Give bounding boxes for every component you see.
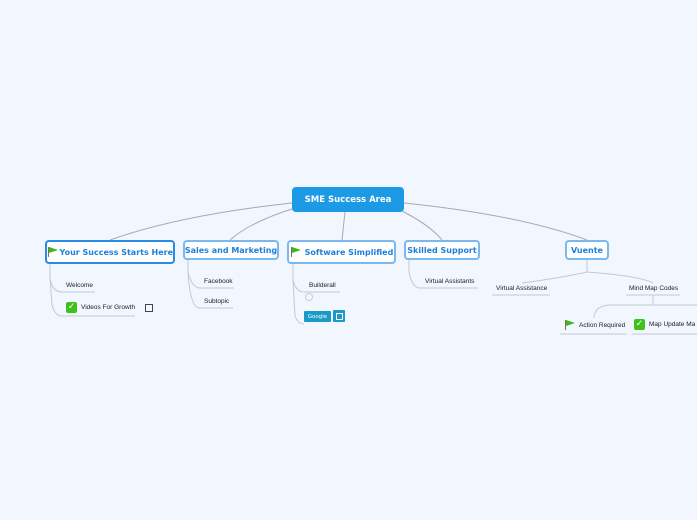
root-topic-label: SME Success Area xyxy=(304,194,392,205)
subtopic-label: Subtopic xyxy=(204,298,230,305)
flag-icon xyxy=(564,320,575,330)
topic-sales-and-marketing[interactable]: Sales and Marketing xyxy=(183,240,279,260)
subtopic-subtopic[interactable]: Subtopic xyxy=(204,298,229,305)
subtopic-label: Virtual Assistance xyxy=(496,285,548,292)
topic-vuente[interactable]: Vuente xyxy=(565,240,609,260)
subtopic-videos-for-growth[interactable]: ✓ Videos For Growth xyxy=(66,302,154,313)
subtopic-action-required[interactable]: Action Required xyxy=(564,320,625,330)
external-link-icon[interactable] xyxy=(333,310,345,322)
flag-icon xyxy=(47,247,58,257)
subtopic-facebook[interactable]: Facebook xyxy=(204,278,233,285)
subtopic-label: Facebook xyxy=(204,278,233,285)
subtopic-label: Map Update Ma xyxy=(649,321,696,328)
external-link-icon[interactable] xyxy=(145,303,154,312)
subtopic-label: Mind Map Codes xyxy=(629,285,679,292)
flag-icon xyxy=(290,247,301,257)
topic-skilled-support[interactable]: Skilled Support xyxy=(404,240,480,260)
collapse-toggle-icon[interactable] xyxy=(305,293,313,301)
checkmark-icon: ✓ xyxy=(66,302,77,313)
topic-label: Sales and Marketing xyxy=(184,245,278,255)
checkmark-icon: ✓ xyxy=(634,319,645,330)
topic-your-success-starts-here[interactable]: Your Success Starts Here xyxy=(45,240,175,264)
subtopic-builderall[interactable]: Builderall xyxy=(309,282,336,289)
topic-label: Software Simplified xyxy=(304,247,394,257)
subtopic-label: Action Required xyxy=(579,321,626,329)
subtopic-virtual-assistance[interactable]: Virtual Assistance xyxy=(496,285,547,292)
subtopic-label: Virtual Assistants xyxy=(425,278,475,285)
root-topic[interactable]: SME Success Area xyxy=(292,187,404,212)
subtopic-virtual-assistants[interactable]: Virtual Assistants xyxy=(425,278,474,285)
topic-software-simplified[interactable]: Software Simplified xyxy=(287,240,396,264)
subtopic-welcome[interactable]: Welcome xyxy=(66,282,93,289)
subtopic-label: Google xyxy=(307,313,328,320)
subtopic-map-update[interactable]: ✓ Map Update Ma xyxy=(634,319,695,330)
topic-label: Vuente xyxy=(571,245,603,255)
subtopic-mind-map-codes[interactable]: Mind Map Codes xyxy=(629,285,678,292)
subtopic-label: Welcome xyxy=(66,282,93,289)
subtopic-google[interactable]: Google xyxy=(304,311,331,322)
subtopic-label: Videos For Growth xyxy=(81,304,136,311)
topic-label: Your Success Starts Here xyxy=(59,247,173,257)
topic-label: Skilled Support xyxy=(407,245,477,255)
subtopic-label: Builderall xyxy=(309,282,336,289)
